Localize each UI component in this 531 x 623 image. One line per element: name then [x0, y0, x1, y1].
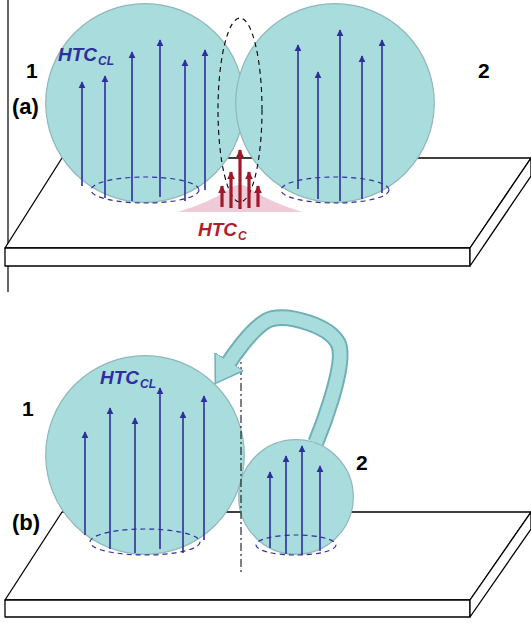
- panel-label: (b): [12, 512, 40, 534]
- bubble: 1HTCCL: [45, 3, 245, 203]
- bubble: 2: [238, 439, 354, 555]
- transfer-arrow: [227, 318, 340, 443]
- bubble-outline: [235, 3, 435, 203]
- bubble-number: 2: [356, 452, 368, 473]
- bubble-outline: [45, 3, 245, 203]
- coefficient-label: HTC: [58, 45, 97, 64]
- coefficient-label: HTC: [100, 368, 139, 387]
- bubble-outline: [238, 439, 354, 555]
- neck-outline: [218, 18, 262, 202]
- coefficient-subscript: C: [238, 230, 247, 242]
- frame-line: [7, 0, 8, 292]
- coefficient-subscript: CL: [140, 378, 156, 390]
- base-ellipses: [90, 177, 389, 555]
- panel-label: (a): [12, 96, 39, 118]
- contact-heat-flux-arrows: [222, 150, 258, 209]
- bubble: 2: [235, 3, 435, 203]
- bubble-number: 2: [478, 60, 490, 81]
- symmetry-line: [241, 335, 242, 572]
- heat-flux-arrows: [82, 30, 382, 555]
- coefficient-subscript: CL: [98, 55, 114, 67]
- coefficient-label: HTC: [198, 220, 237, 239]
- bubble: 1HTCCL: [45, 355, 245, 555]
- bubble-number: 1: [22, 398, 34, 419]
- contact-zone: [178, 185, 302, 212]
- bubble-number: 1: [26, 60, 38, 81]
